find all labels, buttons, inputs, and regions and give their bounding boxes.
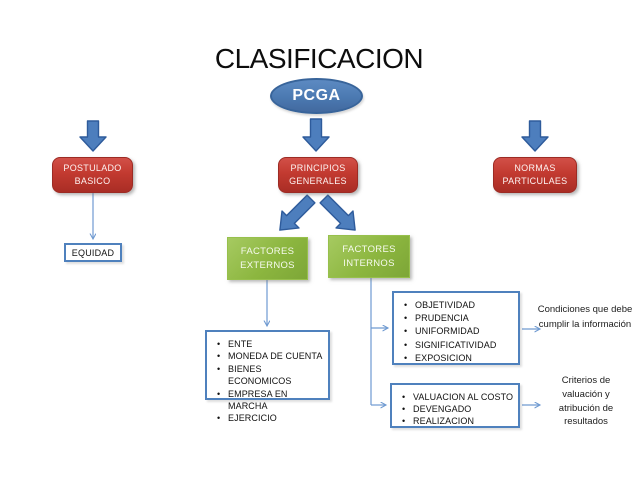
pcga-root-node: PCGA xyxy=(270,78,363,114)
list-item: EJERCICIO xyxy=(214,412,324,425)
list-item: PRUDENCIA xyxy=(401,312,514,325)
equidad-label: EQUIDAD xyxy=(71,247,115,258)
diagram-title: CLASIFICACION xyxy=(214,43,424,74)
externos-items-list: ENTE MONEDA DE CUENTA BIENES ECONOMICOS … xyxy=(205,330,330,425)
list-item: REALIZACION xyxy=(399,415,514,427)
normas-particulares-label: NORMAS PARTICULAES xyxy=(502,163,568,186)
criterios-note: Criterios de valuación y atribución de r… xyxy=(558,375,614,428)
factores-internos-node: FACTORES INTERNOS xyxy=(328,235,410,278)
postulado-basico-label: POSTULADO BASICO xyxy=(63,163,122,186)
list-item: VALUACION AL COSTO xyxy=(399,391,514,403)
diagonal-down-right-arrow-icon xyxy=(319,194,356,231)
list-item: EXPOSICION xyxy=(401,352,514,365)
factores-externos-label: FACTORES EXTERNOS xyxy=(240,245,295,271)
down-arrow-icon xyxy=(79,120,107,152)
factores-externos-node: FACTORES EXTERNOS xyxy=(227,237,308,280)
postulado-basico-node: POSTULADO BASICO xyxy=(52,157,133,193)
condiciones-note: Condiciones que debe cumplir la informac… xyxy=(537,304,633,330)
diagonal-down-left-arrow-icon xyxy=(279,194,316,231)
list-item: DEVENGADO xyxy=(399,403,514,415)
list-item: OBJETIVIDAD xyxy=(401,299,514,312)
pcga-root-label: PCGA xyxy=(292,87,341,104)
list-item: MONEDA DE CUENTA xyxy=(214,350,324,363)
criterios-items-list: VALUACION AL COSTO DEVENGADO REALIZACION xyxy=(390,383,520,428)
list-item: EMPRESA EN MARCHA xyxy=(214,388,324,413)
list-item: ENTE xyxy=(214,338,324,351)
down-arrow-icon xyxy=(302,118,330,152)
normas-particulares-node: NORMAS PARTICULAES xyxy=(493,157,577,193)
list-item: BIENES ECONOMICOS xyxy=(214,363,324,388)
principios-generales-node: PRINCIPIOS GENERALES xyxy=(278,157,358,193)
factores-internos-label: FACTORES INTERNOS xyxy=(342,243,396,269)
equidad-node: EQUIDAD xyxy=(64,243,122,262)
down-arrow-icon xyxy=(521,120,549,152)
list-item: SIGNIFICATIVIDAD xyxy=(401,339,514,352)
condiciones-items-list: OBJETIVIDAD PRUDENCIA UNIFORMIDAD SIGNIF… xyxy=(392,291,520,365)
principios-generales-label: PRINCIPIOS GENERALES xyxy=(289,163,347,186)
list-item: UNIFORMIDAD xyxy=(401,325,514,338)
